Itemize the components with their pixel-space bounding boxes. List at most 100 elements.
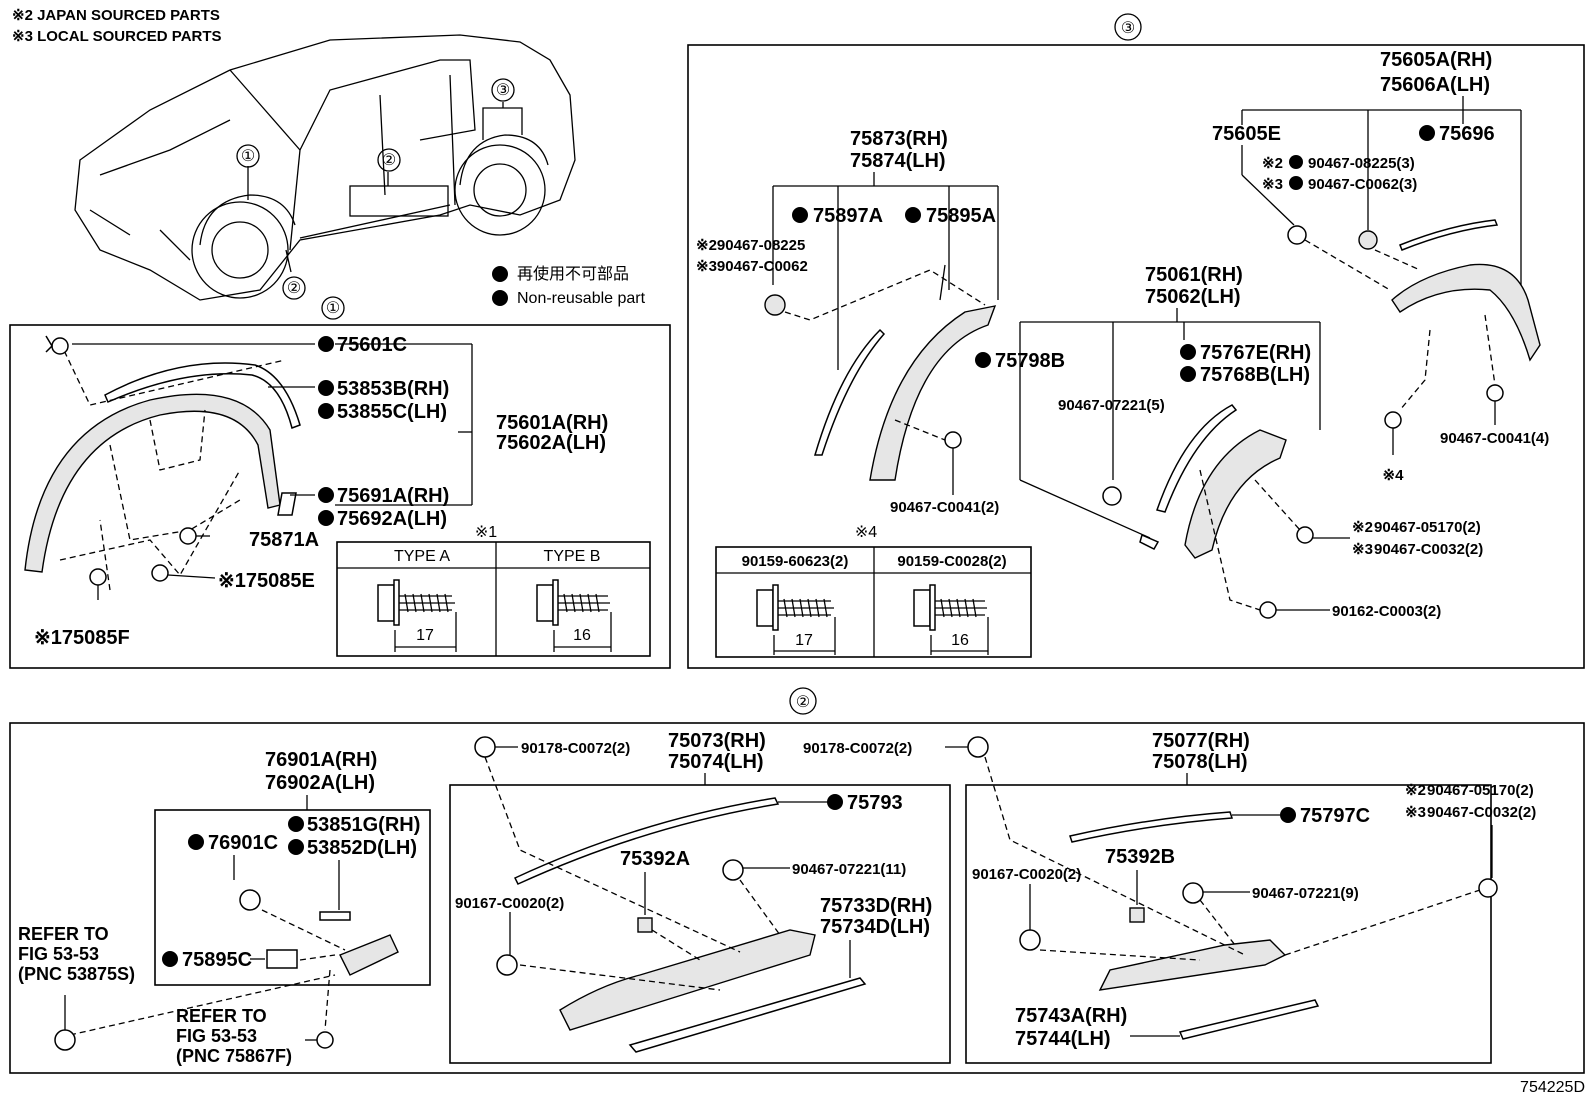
callout-1-car: ① xyxy=(236,144,260,168)
label-90467-08225-3: 90467-08225(3) xyxy=(1308,155,1415,172)
section-1-marker: ① xyxy=(326,300,340,317)
clip-90467-07221-9-icon xyxy=(1182,882,1204,904)
label-75085E: ※175085E xyxy=(218,570,315,592)
vehicle-illustration xyxy=(74,34,576,301)
label-90167-C0020-b: 90167-C0020(2) xyxy=(972,866,1081,883)
bolt-type-b-icon xyxy=(536,579,612,652)
callout-2-car-lower: ② xyxy=(282,276,306,300)
label-76901A: 76901A(RH) xyxy=(265,749,377,771)
refer-75867F-line3: (PNC 75867F) xyxy=(176,1046,292,1066)
label-53855C: 53855C(LH) xyxy=(337,401,447,423)
label-75602A: 75602A(LH) xyxy=(496,432,606,454)
label-75895A: 75895A xyxy=(926,205,996,227)
label-53852D: 53852D(LH) xyxy=(307,837,417,859)
section-3: ③ 75873(RH) 75874(LH) 75897A 75895A ※290… xyxy=(687,13,1585,669)
callout-3-car: ③ xyxy=(491,78,515,102)
clip-75601C-icon xyxy=(45,335,69,355)
label-75793: 75793 xyxy=(847,792,903,814)
label-75601A: 75601A(RH) xyxy=(496,412,608,434)
legend: 再使用不可部品 Non-reusable part xyxy=(492,265,646,307)
label-75873: 75873(RH) xyxy=(850,128,948,150)
nut-icon xyxy=(764,294,786,316)
clip-75605E-icon xyxy=(1287,225,1307,245)
legend-jp: 再使用不可部品 xyxy=(517,265,629,283)
label-75074: 75074(LH) xyxy=(668,751,764,773)
label-75605A: 75605A(RH) xyxy=(1380,49,1492,71)
refer-75867F-clip-icon xyxy=(305,1031,334,1049)
label-75897A: 75897A xyxy=(813,205,883,227)
type-b-header: TYPE B xyxy=(544,548,601,565)
clip-90467-C0041-icon xyxy=(944,431,962,495)
refer-53875S-line2: FIG 53-53 xyxy=(18,944,99,964)
callout-2-car-rocker: ② xyxy=(377,148,401,172)
type-a-header: TYPE A xyxy=(394,548,450,565)
label-75874: 75874(LH) xyxy=(850,150,946,172)
label-90162-C0003: 90162-C0003(2) xyxy=(1332,603,1441,620)
bolt-90159-60623-icon xyxy=(756,584,836,655)
clip-75871A-icon xyxy=(179,527,210,545)
label-90467-07221-11: 90467-07221(11) xyxy=(792,861,906,878)
label-90467-05170-s3: 90467-05170(2) xyxy=(1374,519,1481,536)
screw-90162-icon xyxy=(1259,601,1330,619)
clip-75085F-icon xyxy=(89,568,107,600)
label-75078: 75078(LH) xyxy=(1152,751,1248,773)
label-90167-C0020-a: 90167-C0020(2) xyxy=(455,895,564,912)
section-3-marker: ③ xyxy=(1121,20,1135,37)
clip-90467-C0041-4-icon xyxy=(1486,384,1504,425)
svg-text:※3: ※3 xyxy=(1262,176,1283,193)
label-90467-08225-s3: ※290467-08225 xyxy=(696,237,805,254)
note-local-sourced: ※3 LOCAL SOURCED PARTS xyxy=(12,28,222,45)
refer-53875S-line3: (PNC 53875S) xyxy=(18,964,135,984)
svg-text:②: ② xyxy=(382,152,396,169)
label-76901C: 76901C xyxy=(208,832,278,854)
note-1-marker: ※1 xyxy=(475,524,497,541)
clip-90467-07221-11-icon xyxy=(722,859,744,881)
label-76902A: 76902A(LH) xyxy=(265,772,375,794)
label-75797C: 75797C xyxy=(1300,805,1370,827)
svg-text:※3: ※3 xyxy=(1352,541,1373,558)
clip-90167-b-icon xyxy=(1019,929,1041,951)
label-75073: 75073(RH) xyxy=(668,730,766,752)
refer-75867F-line1: REFER TO xyxy=(176,1006,267,1026)
svg-text:①: ① xyxy=(241,148,255,165)
label-75871A: 75871A xyxy=(249,529,319,551)
type-b-length: 16 xyxy=(573,627,591,644)
screw-note4-icon xyxy=(1384,411,1402,455)
note-japan-sourced: ※2 JAPAN SOURCED PARTS xyxy=(12,7,220,24)
label-53851G: 53851G(RH) xyxy=(307,814,420,836)
label-90178-C0072-a: 90178-C0072(2) xyxy=(521,740,630,757)
label-90178-C0072-b: 90178-C0072(2) xyxy=(803,740,912,757)
table4-length-17: 17 xyxy=(795,632,813,649)
clip-90167-a-icon xyxy=(496,954,518,976)
label-75085F: ※175085F xyxy=(34,627,130,649)
nut-90467-C0062-icon xyxy=(1358,230,1378,250)
refer-75867F-line2: FIG 53-53 xyxy=(176,1026,257,1046)
label-90159-60623: 90159-60623(2) xyxy=(742,553,849,570)
label-75692A: 75692A(LH) xyxy=(337,508,447,530)
clip-90467-05170-s3-icon xyxy=(1296,526,1314,544)
label-75062: 75062(LH) xyxy=(1145,286,1241,308)
note-4-marker: ※4 xyxy=(855,524,877,541)
label-90467-C0041-2: 90467-C0041(2) xyxy=(890,499,999,516)
label-75392A: 75392A xyxy=(620,848,690,870)
label-75077: 75077(RH) xyxy=(1152,730,1250,752)
section-2-marker: ② xyxy=(796,694,810,711)
label-90467-07221-9: 90467-07221(9) xyxy=(1252,885,1359,902)
label-90467-C0041-4: 90467-C0041(4) xyxy=(1440,430,1549,447)
refer-53875S-line1: REFER TO xyxy=(18,924,109,944)
svg-text:②: ② xyxy=(287,280,301,297)
clip-76901C-icon xyxy=(239,889,261,911)
label-53853B: 53853B(RH) xyxy=(337,378,449,400)
label-90467-05170-s2: 90467-05170(2) xyxy=(1427,782,1534,799)
label-note-4: ※4 xyxy=(1383,467,1405,484)
label-75895C: 75895C xyxy=(182,949,252,971)
svg-text:③: ③ xyxy=(496,82,510,99)
bolt-90159-C0028-icon xyxy=(913,584,989,655)
label-75696: 75696 xyxy=(1439,123,1495,145)
section-2: ② 76901A(RH) 76902A(LH) 53851G(RH) 53852… xyxy=(9,687,1585,1074)
label-90467-C0062-3: 90467-C0062(3) xyxy=(1308,176,1417,193)
svg-text:※2: ※2 xyxy=(1262,155,1283,172)
type-a-length: 17 xyxy=(416,627,434,644)
label-90467-C0032-s3: 90467-C0032(2) xyxy=(1374,541,1483,558)
